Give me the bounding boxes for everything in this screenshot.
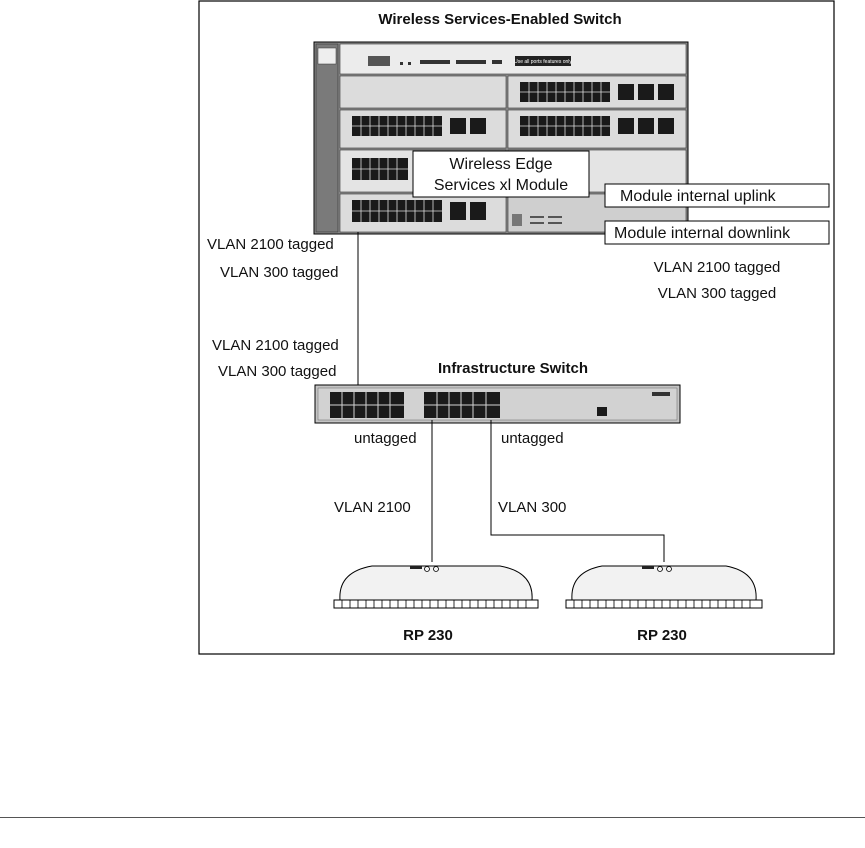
wireless-switch-title: Wireless Services-Enabled Switch [378,11,621,28]
infrastructure-switch [314,384,681,424]
svg-text:Use all ports features only: Use all ports features only [514,59,572,65]
vlan-left-label: VLAN 2100 [334,499,411,516]
downlink-callout-box [604,220,830,245]
untagged-right-label: untagged [501,430,564,447]
left-upper-tagged-line2: VLAN 300 tagged [220,264,338,281]
access-point-right [565,565,763,609]
right-tagged-line1: VLAN 2100 tagged [654,259,781,276]
right-tagged-line2: VLAN 300 tagged [658,285,776,302]
access-link-right [490,420,665,562]
access-point-right-label: RP 230 [637,627,687,644]
module-label-line1: Wireless Edge [449,156,552,173]
module-callout-box [412,150,590,198]
left-lower-tagged-line1: VLAN 2100 tagged [212,337,339,354]
untagged-left-label: untagged [354,430,417,447]
chassis-banner [515,56,571,66]
downlink-label: Module internal downlink [614,225,791,242]
access-point-left [333,565,539,609]
infrastructure-switch-title: Infrastructure Switch [438,360,588,377]
left-upper-tagged-line1: VLAN 2100 tagged [207,236,334,253]
access-point-left-label: RP 230 [403,627,453,644]
module-label-line2: Services xl Module [434,177,568,194]
uplink-label: Module internal uplink [620,188,777,205]
vlan-right-label: VLAN 300 [498,499,566,516]
page-footer-rule [0,817,865,818]
left-lower-tagged-line2: VLAN 300 tagged [218,363,336,380]
uplink-callout-box [604,183,830,208]
